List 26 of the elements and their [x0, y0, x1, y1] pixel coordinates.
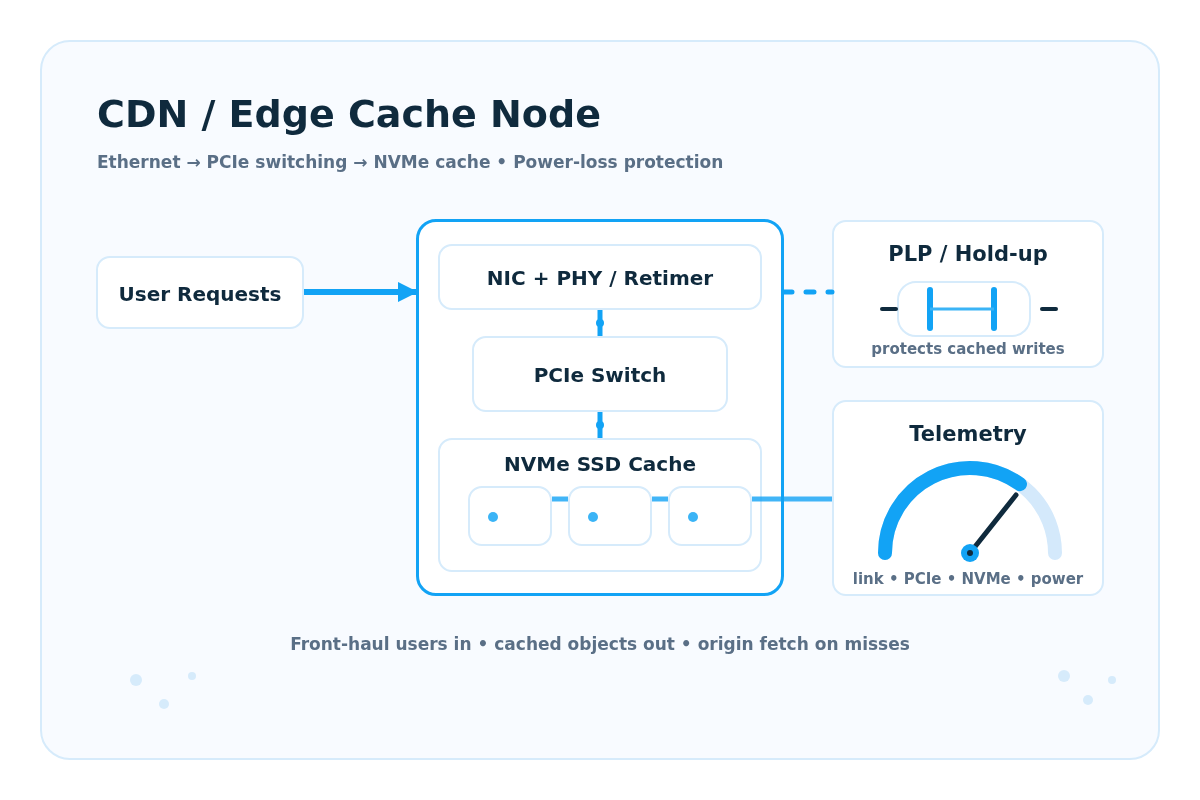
device-card [416, 219, 784, 596]
node-label: User Requests [117, 280, 283, 308]
process-box [96, 256, 304, 329]
caption: Front-haul users in • cached objects out • origin fetch on misses [289, 634, 911, 654]
drive-box [568, 486, 652, 546]
component-box [438, 244, 762, 310]
diagram-title: CDN / Edge Cache Node [97, 92, 601, 136]
component-box [438, 438, 762, 572]
caption-text: link • PCIe • NVMe • power [851, 570, 1085, 588]
drive-box [668, 486, 752, 546]
module-card [832, 400, 1104, 596]
connector-line [652, 496, 668, 502]
arrow [304, 281, 419, 303]
node-label: PCIe Switch [532, 362, 668, 389]
module-title: PLP / Hold-up [887, 242, 1049, 266]
module-card [832, 220, 1104, 368]
drive-box [468, 486, 552, 546]
module-title: Telemetry [908, 422, 1028, 446]
caption-text: protects cached writes [870, 340, 1066, 358]
connector-line [752, 496, 832, 502]
subtitle: Ethernet → PCIe switching → NVMe cache • Power-loss protection [97, 152, 724, 172]
node-label: NIC + PHY / Retimer [485, 265, 715, 292]
connector-line [781, 289, 835, 295]
node-label: NVMe SSD Cache [503, 451, 697, 478]
component-box [472, 336, 728, 412]
connector-line [552, 496, 568, 502]
